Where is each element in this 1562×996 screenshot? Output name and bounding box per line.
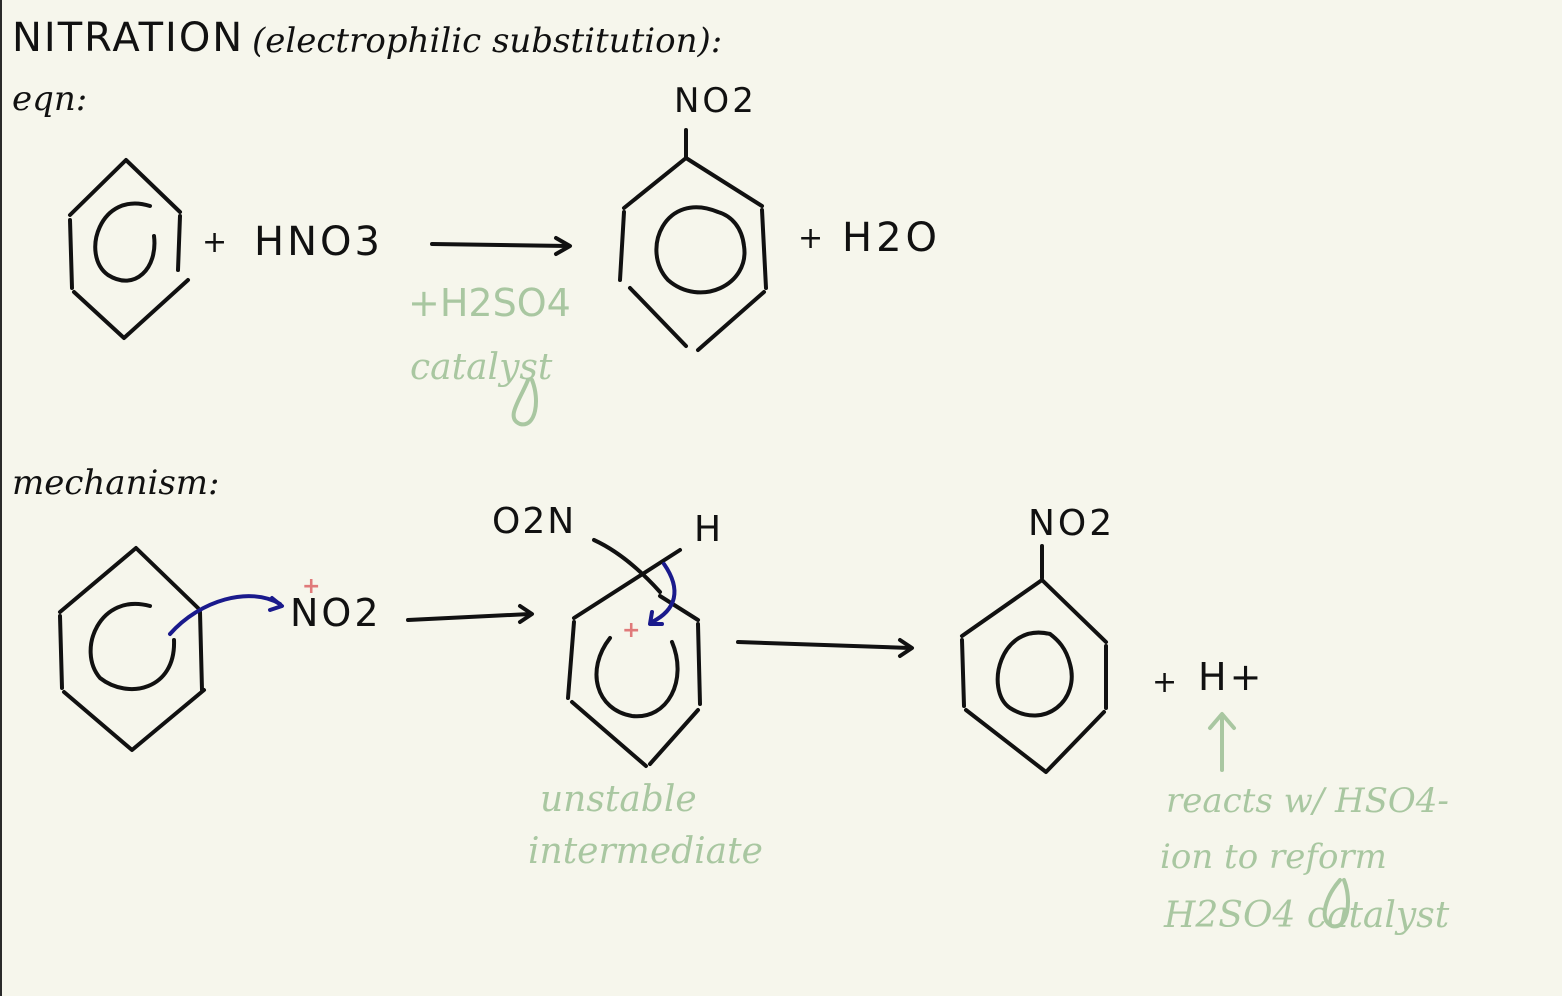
intermediate-ring: [566, 538, 702, 768]
proton-note-3: H2SO4 catalyst: [1164, 895, 1450, 936]
equation-plus-1: +: [202, 225, 228, 260]
page-edge: [0, 0, 2, 996]
benzene-ring-mechanism-reactant: [58, 546, 206, 752]
proton-annotation-arrow: [1208, 712, 1236, 772]
title-main: NITRATION: [12, 15, 245, 61]
intermediate-charge: +: [622, 618, 641, 643]
catalyst-hook-stroke: [511, 378, 538, 427]
benzene-ring-reactant: [68, 158, 190, 340]
equation-arrow: [430, 236, 572, 256]
proton-note-1: reacts w/ HSO4-: [1166, 781, 1449, 821]
mechanism-arrow-2: [736, 638, 914, 658]
equation-label: eqn:: [12, 79, 88, 119]
electrophile-charge: +: [302, 574, 321, 599]
catalyst-formula: +H2SO4: [408, 281, 571, 325]
proton-formula: H+: [1198, 655, 1265, 699]
curly-arrow-deprotonation: [648, 562, 677, 626]
intermediate-substituent: O2N: [492, 501, 577, 542]
equation-plus-2: +: [798, 221, 824, 256]
product-substituent-mech: NO2: [1028, 503, 1116, 544]
intermediate-note-1: unstable: [540, 779, 697, 820]
product-substituent-eqn: NO2: [674, 81, 757, 121]
reform-hook-stroke: [1322, 878, 1350, 929]
intermediate-note-2: intermediate: [528, 831, 763, 872]
curly-arrow-attack: [168, 594, 284, 636]
benzene-ring-product-eqn: [618, 128, 768, 352]
reagent-formula: HNO3: [254, 219, 383, 265]
mechanism-arrow-1: [406, 604, 534, 624]
benzene-ring-mechanism-product: [960, 544, 1108, 774]
electrophile-formula: NO2: [290, 591, 382, 635]
mechanism-plus: +: [1152, 665, 1178, 700]
intermediate-hydrogen: H: [694, 509, 722, 550]
mechanism-label: mechanism:: [12, 463, 220, 503]
byproduct-formula: H2O: [842, 215, 942, 261]
title-subtitle: (electrophilic substitution):: [252, 21, 723, 61]
proton-note-2: ion to reform: [1160, 837, 1387, 877]
